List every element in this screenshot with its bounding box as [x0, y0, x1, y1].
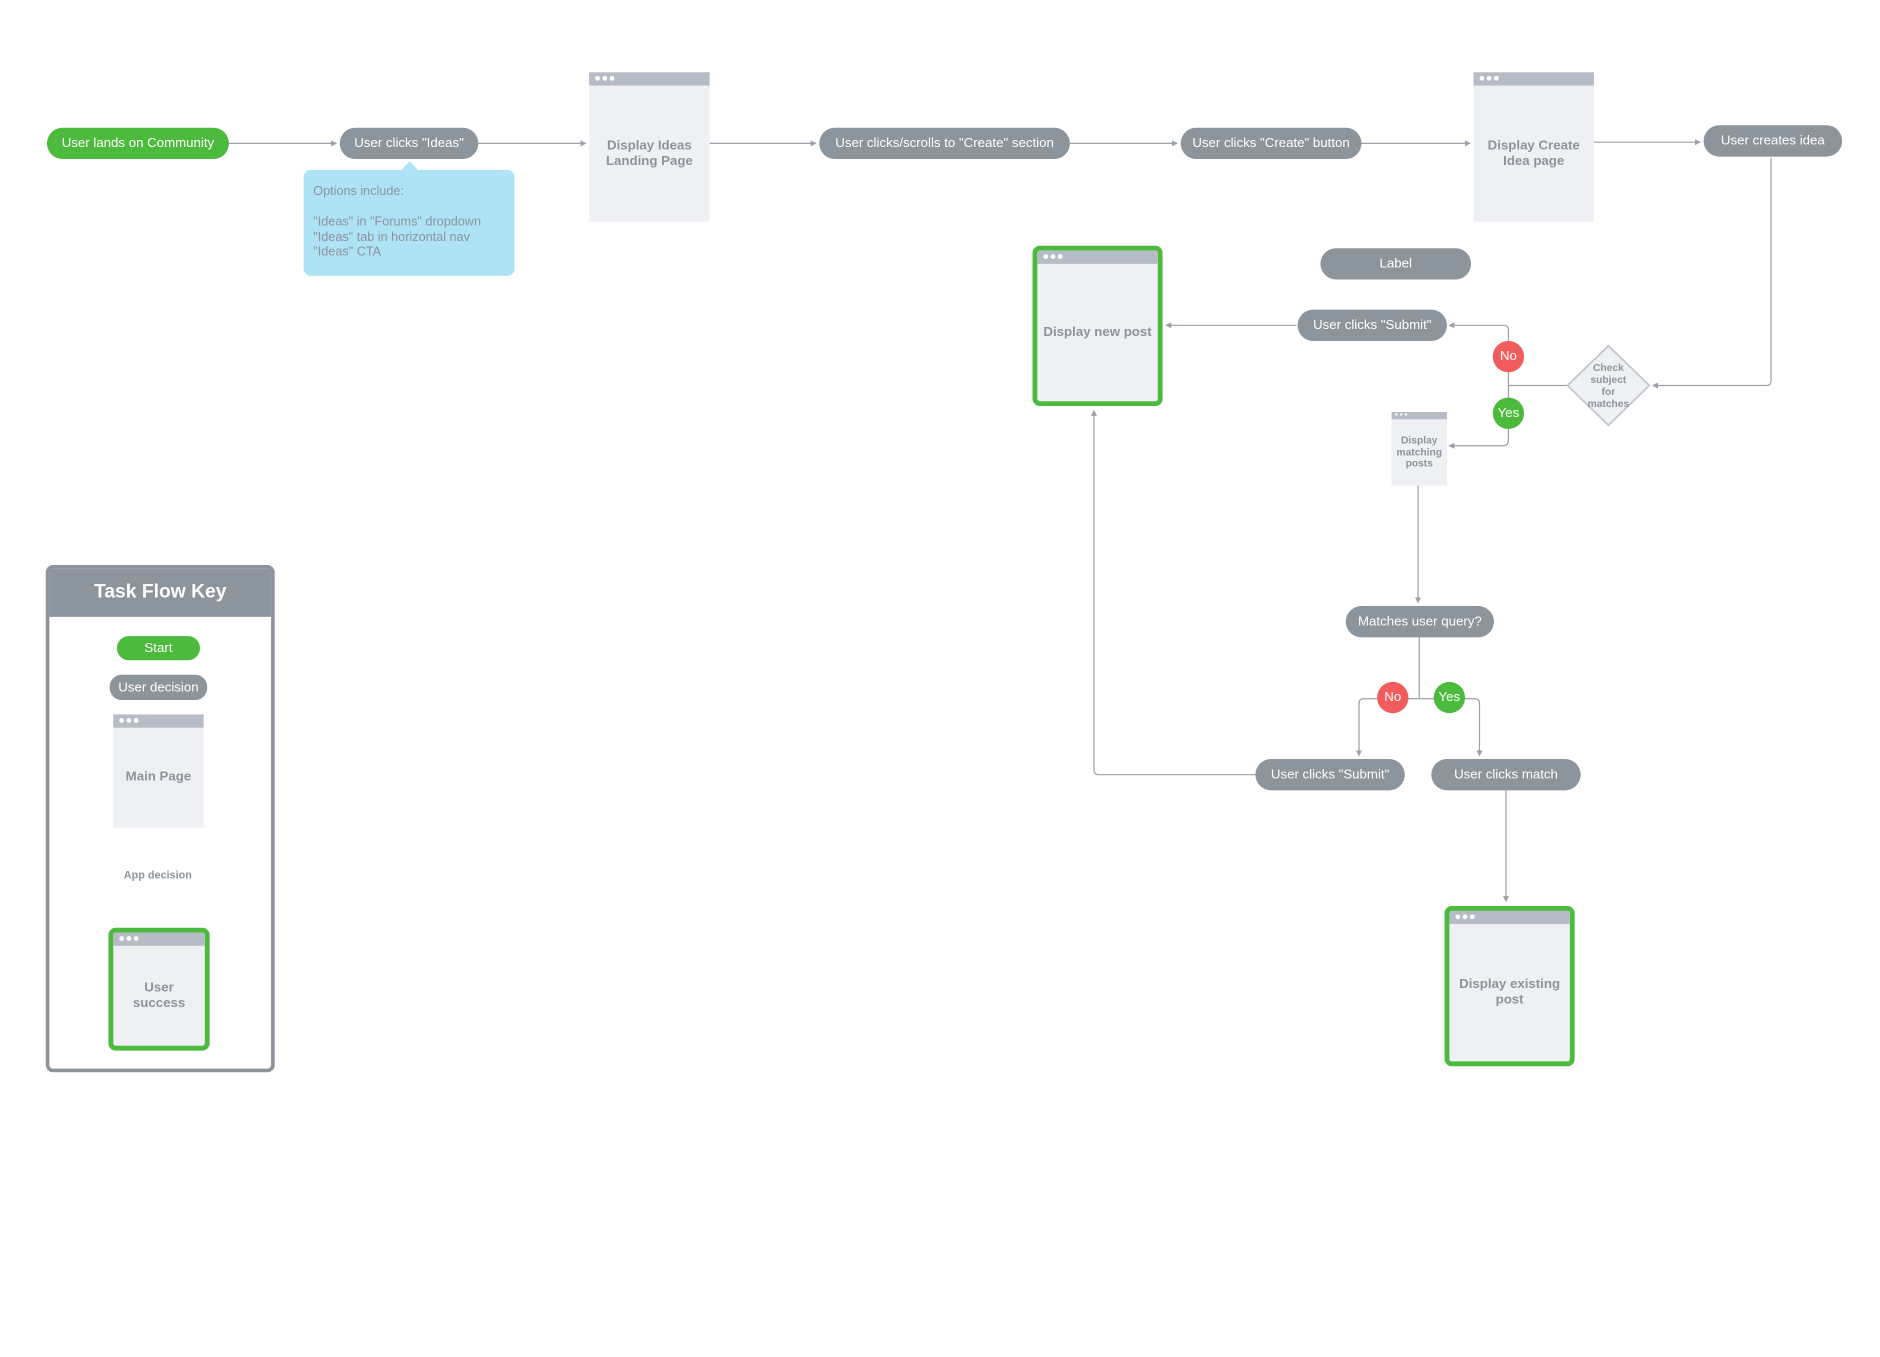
user-clicks-submit-top[interactable]: User clicks "Submit": [1297, 309, 1447, 341]
user-clicks-submit-bottom[interactable]: User clicks "Submit": [1255, 759, 1405, 791]
arrow-creates-to-check: [1651, 157, 1772, 389]
page-display-new-post: Display new post: [1032, 245, 1163, 407]
window-dots-icon: [119, 936, 139, 941]
window-bar: [1037, 250, 1158, 264]
options-callout: Options include: "Ideas" in "Forums" dro…: [303, 169, 515, 276]
diamond-label: App decision: [123, 868, 192, 881]
window-dots-icon: [595, 75, 615, 81]
key-app-decision: App decision: [117, 835, 199, 915]
user-clicks-match[interactable]: User clicks match: [1431, 759, 1581, 791]
window-bar: [1449, 910, 1570, 925]
page-label: Display Ideas Landing Page: [605, 138, 693, 169]
key-user-decision: User decision: [109, 674, 208, 700]
key-title: Task Flow Key: [49, 568, 272, 617]
page-label: Main Page: [125, 770, 192, 785]
callout-line: "Ideas" in "Forums" dropdown: [313, 214, 481, 229]
user-clicks-create-button[interactable]: User clicks "Create" button: [1180, 127, 1362, 160]
label-pill[interactable]: Label: [1320, 248, 1472, 280]
connectors: [115, 139, 1772, 916]
page-display-create-idea: Display Create Idea page: [1473, 72, 1594, 222]
callout-line: "Ideas" tab in horizontal nav: [313, 229, 470, 244]
matches-user-query[interactable]: Matches user query?: [1345, 606, 1494, 638]
window-bar: [589, 72, 710, 86]
yes-badge-bottom: Yes: [1433, 681, 1466, 714]
callout-pointer: [401, 161, 419, 170]
key-start: Start: [116, 636, 200, 661]
window-bar: [113, 714, 204, 728]
callout-line: Options include:: [313, 184, 404, 199]
page-label: User success: [132, 980, 186, 1011]
callout-line: "Ideas" CTA: [313, 244, 382, 260]
diamond-label: Check subject for matches: [1587, 360, 1630, 410]
app-decision-check-subject: Check subject for matches: [1567, 346, 1649, 426]
no-badge-top: No: [1492, 340, 1525, 373]
page-label: Display matching posts: [1396, 433, 1443, 470]
page-label: Display new post: [1043, 324, 1152, 340]
user-clicks-scrolls-create[interactable]: User clicks/scrolls to "Create" section: [819, 127, 1070, 160]
key-main-page: Main Page: [113, 714, 204, 828]
window-dots-icon: [1455, 914, 1475, 920]
page-display-matching-posts: Display matching posts: [1391, 412, 1447, 486]
window-bar: [113, 932, 205, 946]
window-dots-icon: [119, 718, 139, 723]
arrow-no-to-submit: [1448, 322, 1510, 386]
start-user-lands-on-community[interactable]: User lands on Community: [46, 127, 229, 160]
window-dots-icon: [1395, 413, 1408, 416]
user-creates-idea[interactable]: User creates idea: [1703, 125, 1843, 157]
page-label: Display Create Idea page: [1487, 138, 1580, 169]
page-display-existing-post: Display existing post: [1444, 906, 1575, 1067]
user-clicks-ideas[interactable]: User clicks "Ideas": [339, 127, 479, 160]
diamond-check-shape: [1566, 344, 1651, 427]
arrow-yes-to-matching: [1448, 385, 1510, 449]
arrow-submit-to-newpost-up: [1090, 409, 1256, 776]
arrow-no-to-submit-bottom: [1356, 698, 1420, 757]
window-dots-icon: [1479, 75, 1499, 81]
window-bar: [1473, 72, 1594, 86]
page-label: Display existing post: [1459, 977, 1561, 1008]
page-display-ideas-landing: Display Ideas Landing Page: [589, 72, 710, 222]
yes-badge-top: Yes: [1492, 397, 1525, 429]
callout-line: [313, 199, 505, 214]
arrow-yes-to-match: [1419, 698, 1483, 757]
window-bar: [1391, 412, 1447, 420]
window-dots-icon: [1043, 254, 1063, 260]
no-badge-bottom: No: [1377, 681, 1409, 714]
key-user-success: User success: [108, 927, 210, 1051]
